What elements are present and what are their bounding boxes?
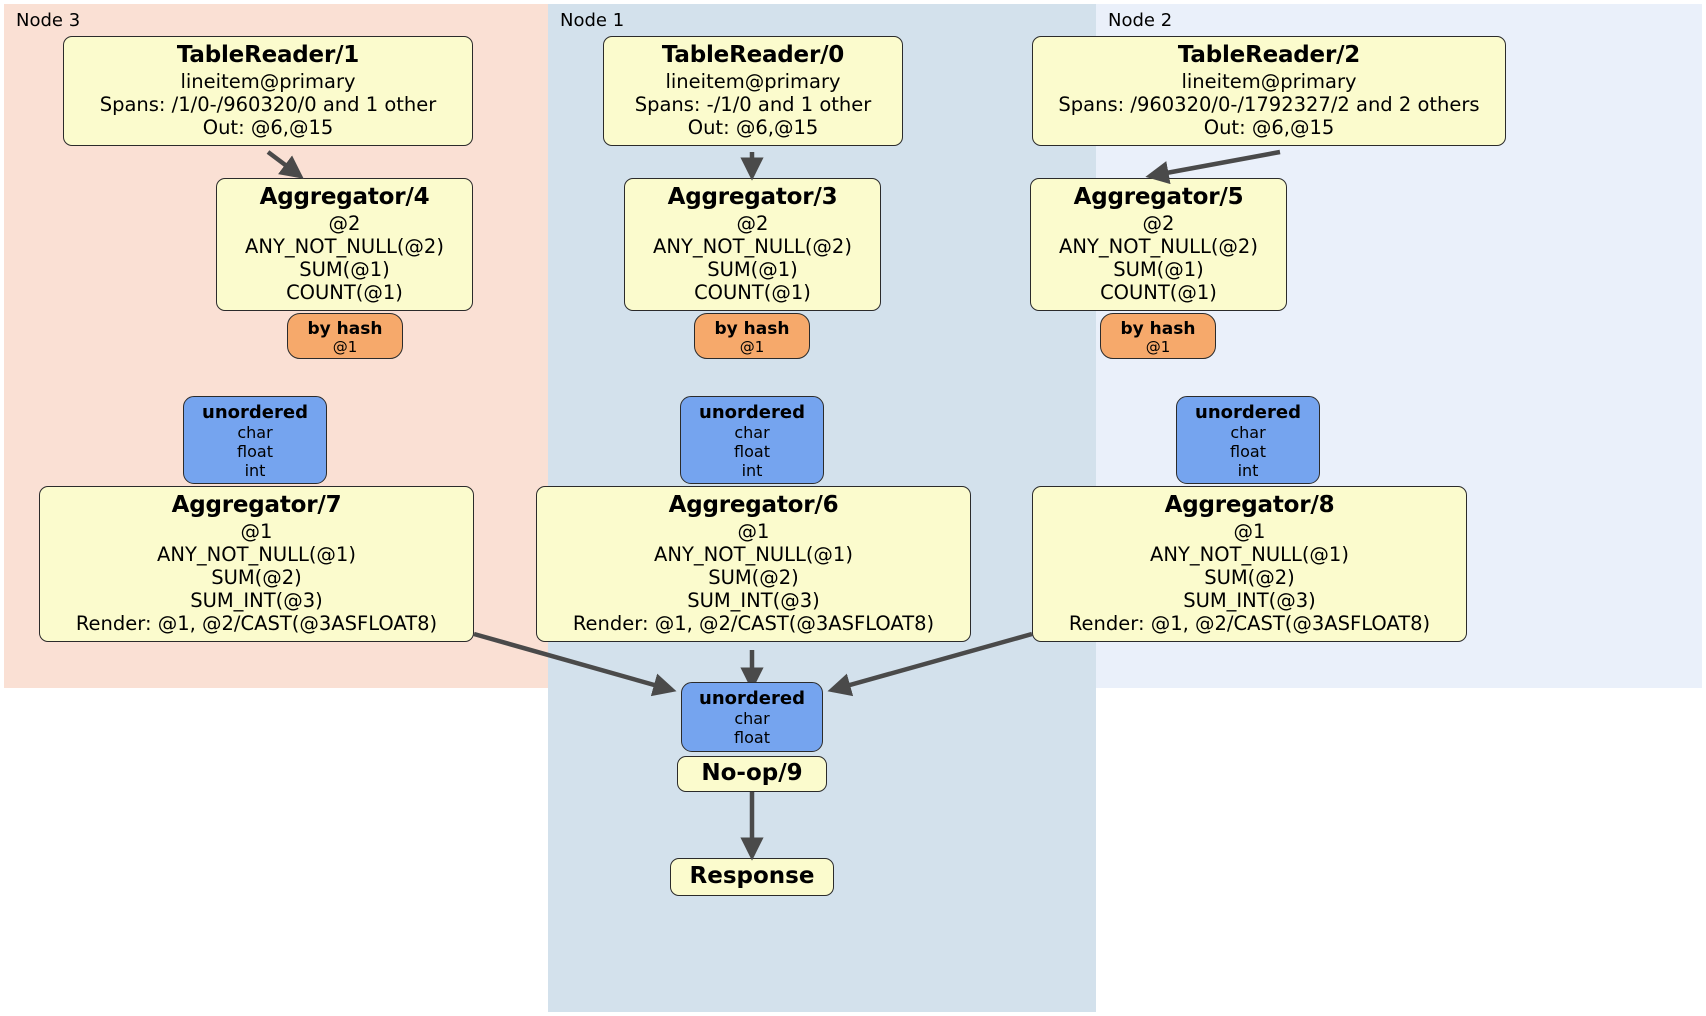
processor-detail-agg1: ANY_NOT_NULL(@2)	[245, 235, 444, 259]
router-column: @1	[1145, 338, 1171, 357]
processor-title: TableReader/1	[176, 42, 360, 68]
processor-aggregator-7[interactable]: Aggregator/7 @1 ANY_NOT_NULL(@1) SUM(@2)…	[39, 486, 474, 643]
processor-detail-agg3: SUM_INT(@3)	[1183, 589, 1316, 613]
node-panel-label-node2: Node 2	[1108, 10, 1173, 31]
processor-title: Response	[689, 863, 815, 889]
receiver-type-2: float	[237, 442, 273, 462]
processor-title: Aggregator/6	[668, 492, 839, 518]
processor-detail-spans: Spans: /1/0-/960320/0 and 1 other	[99, 93, 437, 117]
processor-detail-agg2: SUM(@2)	[708, 566, 799, 590]
processor-response[interactable]: Response	[670, 858, 834, 896]
processor-detail-group: @2	[736, 212, 769, 236]
receiver-type-1: char	[734, 423, 770, 443]
processor-detail-agg3: COUNT(@1)	[694, 281, 811, 305]
processor-detail-agg3: SUM_INT(@3)	[687, 589, 820, 613]
router-by-hash-right[interactable]: by hash @1	[1100, 313, 1216, 359]
receiver-unordered-final[interactable]: unordered char float	[681, 682, 823, 752]
receiver-type-2: float	[734, 728, 770, 748]
processor-detail-group: @1	[737, 520, 770, 544]
processor-title: TableReader/2	[1177, 42, 1361, 68]
processor-detail-agg2: SUM(@1)	[299, 258, 390, 282]
receiver-title: unordered	[1195, 402, 1301, 423]
processor-title: Aggregator/7	[171, 492, 342, 518]
processor-detail-agg2: SUM(@2)	[1204, 566, 1295, 590]
processor-detail-spans: Spans: /960320/0-/1792327/2 and 2 others	[1058, 93, 1480, 117]
processor-title: Aggregator/4	[259, 184, 430, 210]
receiver-title: unordered	[699, 688, 805, 709]
router-by-hash-left[interactable]: by hash @1	[287, 313, 403, 359]
receiver-type-1: char	[1230, 423, 1266, 443]
processor-detail-group: @2	[328, 212, 361, 236]
node-panel-label-node3: Node 3	[16, 10, 81, 31]
processor-detail-agg1: ANY_NOT_NULL(@2)	[1059, 235, 1258, 259]
processor-title: No-op/9	[701, 760, 803, 786]
receiver-type-2: float	[734, 442, 770, 462]
router-title: by hash	[1120, 319, 1196, 339]
receiver-type-1: char	[237, 423, 273, 443]
processor-detail-out: Out: @6,@15	[687, 116, 819, 140]
receiver-title: unordered	[699, 402, 805, 423]
receiver-type-1: char	[734, 709, 770, 729]
router-title: by hash	[714, 319, 790, 339]
processor-detail-agg1: ANY_NOT_NULL(@1)	[654, 543, 853, 567]
processor-table-reader-2[interactable]: TableReader/2 lineitem@primary Spans: /9…	[1032, 36, 1506, 147]
receiver-type-3: int	[244, 460, 266, 480]
router-title: by hash	[307, 319, 383, 339]
processor-detail-render: Render: @1, @2/CAST(@3ASFLOAT8)	[1068, 612, 1431, 636]
processor-detail-group: @1	[240, 520, 273, 544]
processor-title: Aggregator/8	[1164, 492, 1335, 518]
processor-detail-spans: Spans: -/1/0 and 1 other	[634, 93, 872, 117]
receiver-type-2: float	[1230, 442, 1266, 462]
processor-detail-agg1: ANY_NOT_NULL(@2)	[653, 235, 852, 259]
processor-detail-agg1: ANY_NOT_NULL(@1)	[157, 543, 356, 567]
processor-title: Aggregator/3	[667, 184, 838, 210]
processor-detail-agg3: COUNT(@1)	[286, 281, 403, 305]
receiver-title: unordered	[202, 402, 308, 423]
router-column: @1	[332, 338, 358, 357]
processor-table-reader-0[interactable]: TableReader/0 lineitem@primary Spans: -/…	[603, 36, 903, 147]
router-by-hash-center[interactable]: by hash @1	[694, 313, 810, 359]
processor-title: TableReader/0	[661, 42, 845, 68]
processor-aggregator-6[interactable]: Aggregator/6 @1 ANY_NOT_NULL(@1) SUM(@2)…	[536, 486, 971, 643]
processor-table-reader-1[interactable]: TableReader/1 lineitem@primary Spans: /1…	[63, 36, 473, 147]
processor-aggregator-8[interactable]: Aggregator/8 @1 ANY_NOT_NULL(@1) SUM(@2)…	[1032, 486, 1467, 643]
processor-detail-group: @2	[1142, 212, 1175, 236]
processor-detail-render: Render: @1, @2/CAST(@3ASFLOAT8)	[572, 612, 935, 636]
receiver-unordered-right[interactable]: unordered char float int	[1176, 396, 1320, 484]
processor-detail-table: lineitem@primary	[1181, 70, 1357, 94]
node-panel-label-node1: Node 1	[560, 10, 625, 31]
processor-detail-out: Out: @6,@15	[1203, 116, 1335, 140]
processor-no-op-9[interactable]: No-op/9	[677, 756, 827, 792]
processor-detail-agg3: SUM_INT(@3)	[190, 589, 323, 613]
processor-detail-agg3: COUNT(@1)	[1100, 281, 1217, 305]
processor-detail-table: lineitem@primary	[180, 70, 356, 94]
processor-detail-group: @1	[1233, 520, 1266, 544]
processor-detail-agg1: ANY_NOT_NULL(@1)	[1150, 543, 1349, 567]
processor-detail-agg2: SUM(@1)	[1113, 258, 1204, 282]
processor-title: Aggregator/5	[1073, 184, 1244, 210]
processor-detail-agg2: SUM(@2)	[211, 566, 302, 590]
router-column: @1	[739, 338, 765, 357]
receiver-type-3: int	[741, 460, 763, 480]
receiver-unordered-center[interactable]: unordered char float int	[680, 396, 824, 484]
processor-detail-table: lineitem@primary	[665, 70, 841, 94]
processor-aggregator-3[interactable]: Aggregator/3 @2 ANY_NOT_NULL(@2) SUM(@1)…	[624, 178, 881, 312]
processor-aggregator-5[interactable]: Aggregator/5 @2 ANY_NOT_NULL(@2) SUM(@1)…	[1030, 178, 1287, 312]
processor-detail-agg2: SUM(@1)	[707, 258, 798, 282]
processor-detail-render: Render: @1, @2/CAST(@3ASFLOAT8)	[75, 612, 438, 636]
processor-aggregator-4[interactable]: Aggregator/4 @2 ANY_NOT_NULL(@2) SUM(@1)…	[216, 178, 473, 312]
receiver-unordered-left[interactable]: unordered char float int	[183, 396, 327, 484]
receiver-type-3: int	[1237, 460, 1259, 480]
processor-detail-out: Out: @6,@15	[202, 116, 334, 140]
